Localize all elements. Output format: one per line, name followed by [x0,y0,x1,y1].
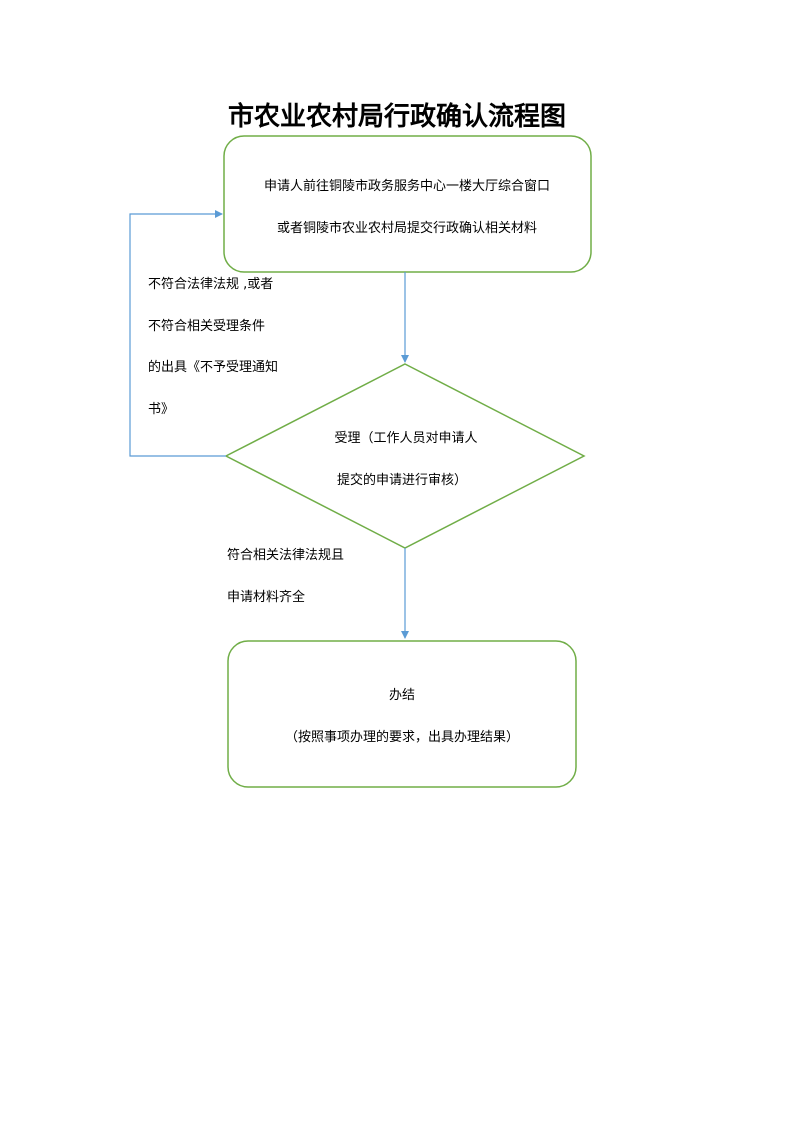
reject-label-2: 不符合相关受理条件 [148,318,265,334]
complete-node-text-1: 办结 [389,688,415,703]
arrow-reject-loop [129,210,226,457]
reject-label-1: 不符合法律法规 ,或者 [148,276,273,292]
accept-node-text-1: 受理（工作人员对申请人 [334,431,477,446]
reject-label-3: 的出具《不予受理通知 [148,359,278,375]
accept-decision-node [224,363,586,549]
submit-node-text-1: 申请人前往铜陵市政务服务中心一楼大厅综合窗口 [264,178,550,194]
complete-node-text-2: （按照事项办理的要求，出具办理结果） [285,729,519,745]
complete-node [227,640,577,788]
reject-label-4: 书》 [148,402,174,417]
submit-node [223,135,592,273]
approve-label-1: 符合相关法律法规且 [227,547,344,563]
page-title: 市农业农村局行政确认流程图 [228,101,566,132]
accept-node-text-2: 提交的申请进行审核） [337,472,467,488]
approve-label-2: 申请材料齐全 [227,589,305,605]
submit-node-text-2: 或者铜陵市农业农村局提交行政确认相关材料 [277,220,537,236]
